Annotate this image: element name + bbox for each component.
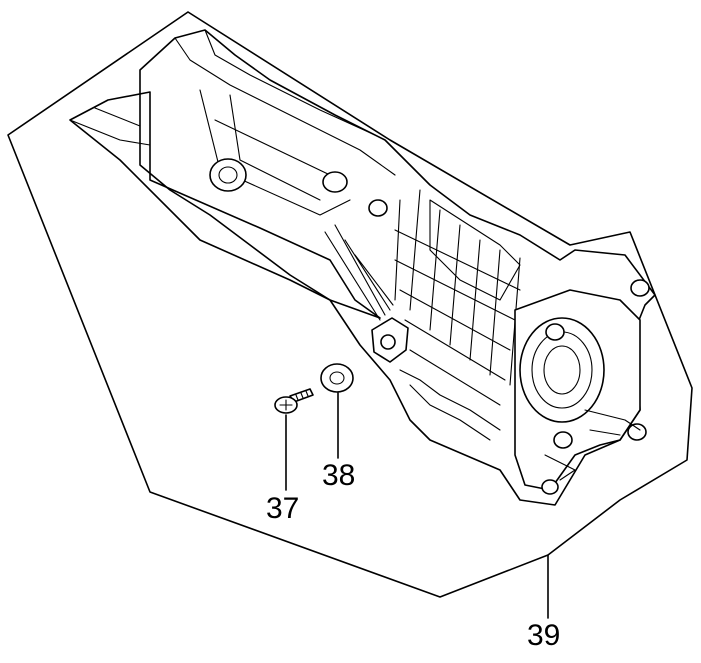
screw — [274, 388, 314, 414]
gear-housing — [69, 29, 656, 506]
washer — [320, 363, 354, 393]
callout-label-37: 37 — [266, 492, 300, 525]
callout-label-38: 38 — [322, 459, 356, 492]
callout-label-39: 39 — [527, 619, 561, 652]
assembly-boundary-outline — [7, 11, 693, 598]
